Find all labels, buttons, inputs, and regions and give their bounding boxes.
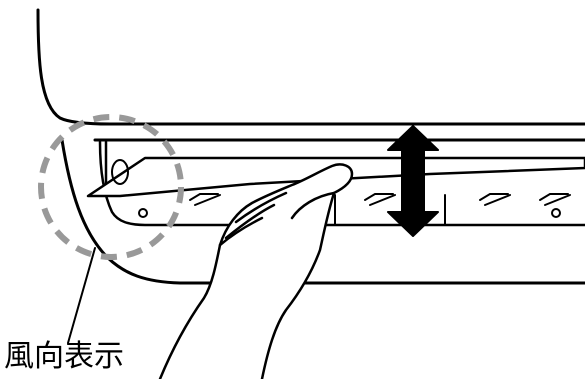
callout-leader-line	[68, 248, 95, 343]
up-down-arrow-icon	[388, 126, 438, 236]
wind-direction-label: 風向表示	[4, 339, 124, 375]
hand-icon	[160, 164, 352, 379]
unit-body	[38, 10, 585, 124]
